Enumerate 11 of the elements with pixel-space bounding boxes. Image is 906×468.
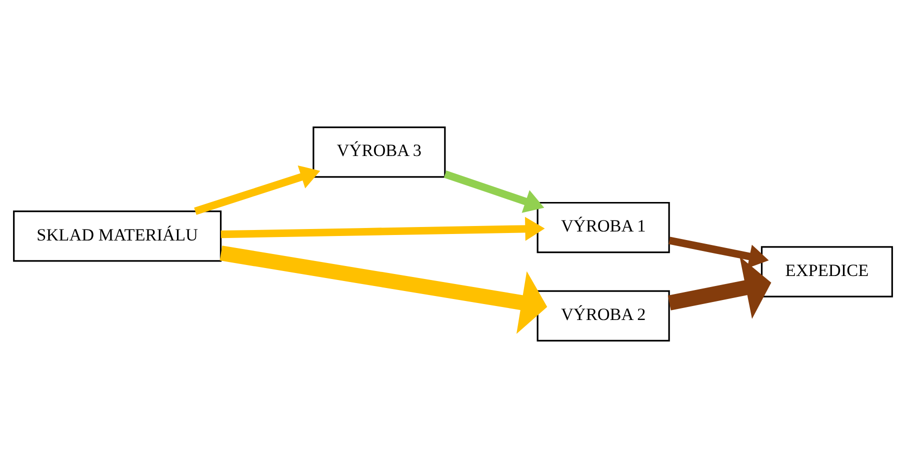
node-box: EXPEDICE (760, 246, 893, 298)
arrow (194, 165, 320, 215)
node-box: VÝROBA 2 (536, 290, 670, 342)
node-box: VÝROBA 3 (312, 126, 446, 178)
arrow (444, 170, 544, 213)
arrow (668, 256, 772, 319)
arrow (668, 236, 769, 268)
node-box: VÝROBA 1 (536, 202, 670, 254)
arrow (220, 216, 545, 241)
arrow (220, 246, 548, 334)
node-box: SKLAD MATERIÁLU (13, 210, 222, 262)
